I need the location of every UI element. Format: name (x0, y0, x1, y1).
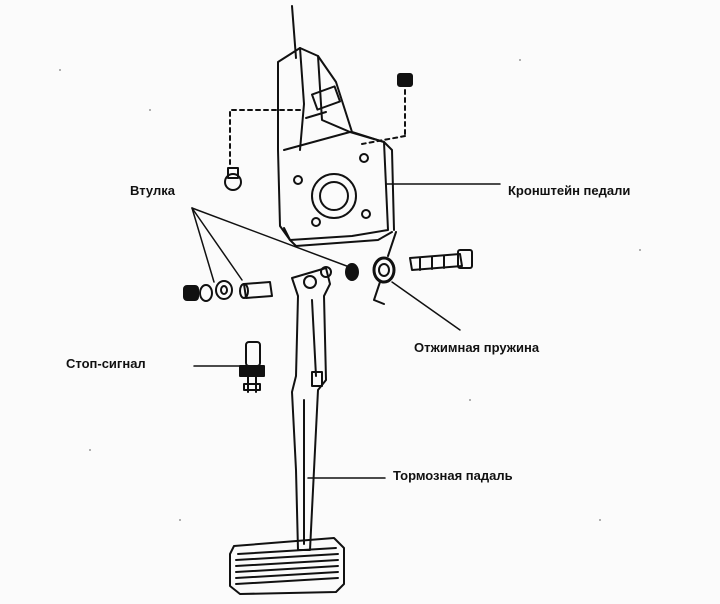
bushing-left (215, 280, 233, 300)
label-stop-light: Стоп-сигнал (66, 356, 146, 371)
bracket-nut (361, 73, 413, 145)
bushing-right (345, 263, 359, 281)
pivot-bolt (409, 249, 473, 271)
label-brake-pedal: Тормозная падаль (393, 468, 513, 483)
return-spring (372, 231, 397, 305)
bracket-bolt (224, 109, 301, 191)
brake-pedal (291, 266, 332, 551)
pedal-bracket (277, 5, 395, 247)
label-pedal-bracket: Кронштейн педали (508, 183, 631, 198)
pivot-nut (183, 284, 213, 302)
label-bushing: Втулка (130, 183, 175, 198)
pedal-pad (229, 537, 345, 595)
stop-light-switch (239, 341, 265, 393)
bushing-sleeve (239, 281, 273, 299)
leader-spring (391, 281, 461, 331)
paper-speckle (59, 59, 641, 521)
label-return-spring: Отжимная пружина (414, 340, 540, 355)
leader-bushing (191, 207, 353, 283)
